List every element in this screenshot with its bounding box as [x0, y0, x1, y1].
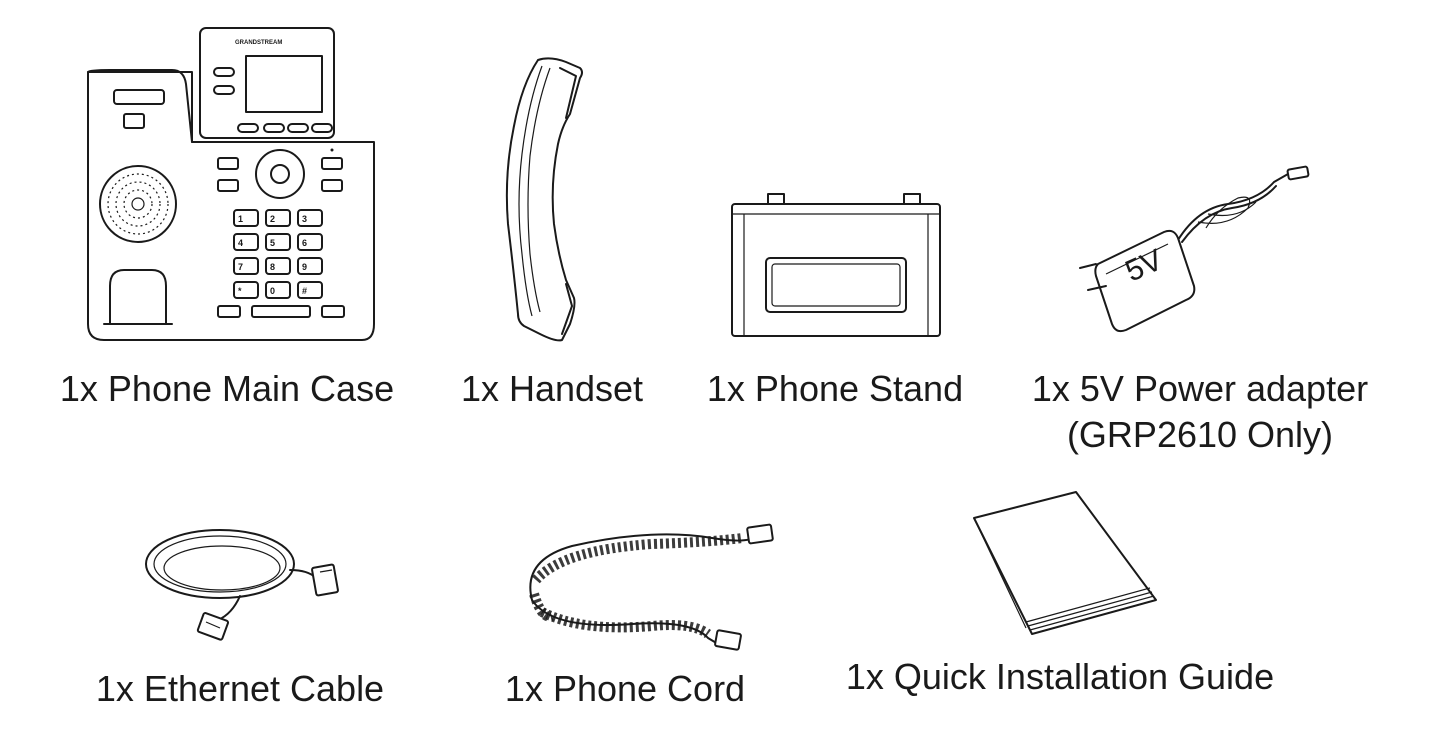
- keypad-key: 7: [233, 257, 259, 275]
- svg-text:*: *: [238, 286, 242, 296]
- keypad-key: 3: [297, 209, 323, 227]
- desk-phone-body-icon: GRANDSTREAM 1 2 3 4 5 6 7: [80, 24, 380, 344]
- svg-text:3: 3: [302, 214, 307, 224]
- ethernet-cable-icon: [140, 514, 350, 644]
- coiled-cord-icon: [512, 520, 782, 651]
- svg-text:1: 1: [238, 214, 243, 224]
- svg-text:0: 0: [270, 286, 275, 296]
- keypad-key: 5: [265, 233, 291, 251]
- svg-text:7: 7: [238, 262, 243, 272]
- caption-ethernet-cable: 1x Ethernet Cable: [95, 668, 385, 709]
- caption-phone-stand: 1x Phone Stand: [706, 368, 964, 409]
- keypad-key: 2: [265, 209, 291, 227]
- svg-text:2: 2: [270, 214, 275, 224]
- svg-text:4: 4: [238, 238, 243, 248]
- caption-handset: 1x Handset: [460, 368, 644, 409]
- keypad-key: 9: [297, 257, 323, 275]
- svg-text:#: #: [302, 286, 307, 296]
- keypad-key: 8: [265, 257, 291, 275]
- keypad-key: *: [233, 281, 259, 299]
- caption-phone-main-case: 1x Phone Main Case: [59, 368, 395, 409]
- caption-power-adapter-line2: (GRP2610 Only): [1066, 414, 1334, 455]
- svg-text:GRANDSTREAM: GRANDSTREAM: [235, 40, 282, 46]
- caption-power-adapter-line1: 1x 5V Power adapter: [1031, 368, 1369, 409]
- keypad-key: 6: [297, 233, 323, 251]
- keypad-key: 4: [233, 233, 259, 251]
- caption-quick-installation-guide: 1x Quick Installation Guide: [845, 656, 1275, 697]
- keypad-key: 0: [265, 281, 291, 299]
- caption-phone-cord: 1x Phone Cord: [504, 668, 746, 709]
- handset-icon: [500, 54, 590, 344]
- svg-text:9: 9: [302, 262, 307, 272]
- keypad-key: #: [297, 281, 323, 299]
- svg-text:5: 5: [270, 238, 275, 248]
- keypad-key: 1: [233, 209, 259, 227]
- svg-text:6: 6: [302, 238, 307, 248]
- power-adapter-icon: 5V: [1078, 165, 1314, 340]
- phone-stand-icon: [728, 192, 944, 342]
- svg-text:8: 8: [270, 262, 275, 272]
- booklet-icon: [966, 488, 1166, 638]
